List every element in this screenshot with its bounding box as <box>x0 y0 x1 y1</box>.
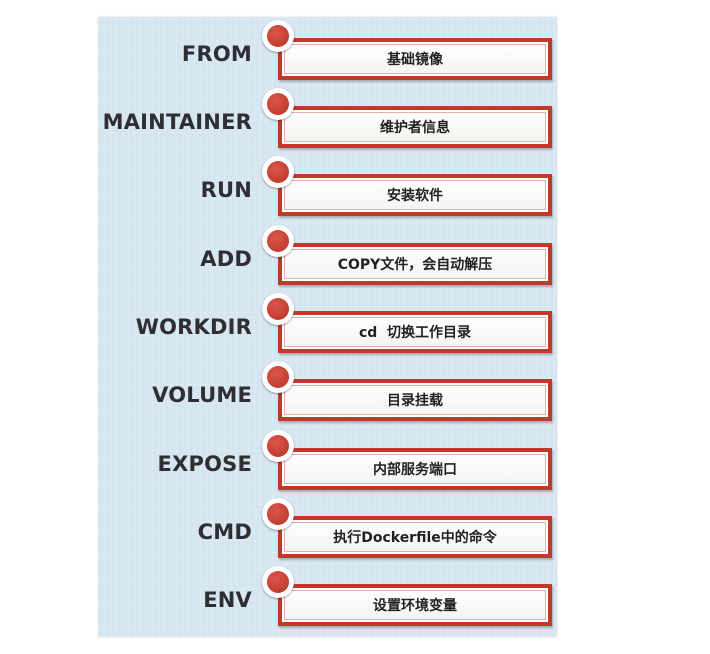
bullet-dot-icon <box>262 225 294 257</box>
instruction-description-box: COPY文件，会自动解压 <box>278 243 552 285</box>
instruction-row-maintainer: MAINTAINER 维护者信息 <box>98 85 557 148</box>
instruction-keyword: VOLUME <box>152 383 252 407</box>
instruction-keyword: WORKDIR <box>135 315 252 339</box>
bullet-dot-icon <box>262 498 294 530</box>
instruction-keyword: FROM <box>181 42 252 66</box>
bullet-dot-icon <box>262 156 294 188</box>
instruction-row-volume: VOLUME 目录挂载 <box>98 358 557 421</box>
instruction-description: 执行Dockerfile中的命令 <box>333 530 497 546</box>
instruction-description-box: 目录挂载 <box>278 379 552 421</box>
bullet-dot-icon <box>262 430 294 462</box>
instruction-row-workdir: WORKDIR cd 切换工作目录 <box>98 290 557 353</box>
instruction-row-from: FROM 基础镜像 <box>98 17 557 80</box>
bullet-dot-icon <box>262 88 294 120</box>
bullet-dot-icon <box>262 566 294 598</box>
instruction-keyword: EXPOSE <box>157 452 252 476</box>
instruction-description: 内部服务端口 <box>373 462 457 478</box>
instruction-keyword: ENV <box>203 588 252 612</box>
instruction-keyword: MAINTAINER <box>102 110 252 134</box>
instruction-keyword: CMD <box>197 520 252 544</box>
instruction-description: 维护者信息 <box>380 120 450 136</box>
instruction-description-box: 设置环境变量 <box>278 584 552 626</box>
instruction-description: 基础镜像 <box>387 52 443 68</box>
instruction-description: 目录挂载 <box>387 393 443 409</box>
instruction-description-box: 执行Dockerfile中的命令 <box>278 516 552 558</box>
instruction-row-cmd: CMD 执行Dockerfile中的命令 <box>98 495 557 558</box>
instruction-row-env: ENV 设置环境变量 <box>98 563 557 626</box>
dockerfile-instructions-diagram: FROM 基础镜像 MAINTAINER 维护者信息 RUN 安装软件 ADD … <box>98 17 557 637</box>
instruction-description-box: 基础镜像 <box>278 38 552 80</box>
instruction-description-box: 安装软件 <box>278 174 552 216</box>
instruction-row-expose: EXPOSE 内部服务端口 <box>98 427 557 490</box>
instruction-description: cd 切换工作目录 <box>358 325 472 341</box>
bullet-dot-icon <box>262 20 294 52</box>
instruction-keyword: ADD <box>200 247 252 271</box>
instruction-row-run: RUN 安装软件 <box>98 153 557 216</box>
instruction-description-box: 维护者信息 <box>278 106 552 148</box>
instruction-description-box: 内部服务端口 <box>278 448 552 490</box>
instruction-description: COPY文件，会自动解压 <box>337 257 493 273</box>
instruction-description: 安装软件 <box>387 188 443 204</box>
instruction-description: 设置环境变量 <box>373 598 457 614</box>
instruction-description-box: cd 切换工作目录 <box>278 311 552 353</box>
bullet-dot-icon <box>262 361 294 393</box>
instruction-row-add: ADD COPY文件，会自动解压 <box>98 222 557 285</box>
instruction-keyword: RUN <box>200 178 252 202</box>
bullet-dot-icon <box>262 293 294 325</box>
